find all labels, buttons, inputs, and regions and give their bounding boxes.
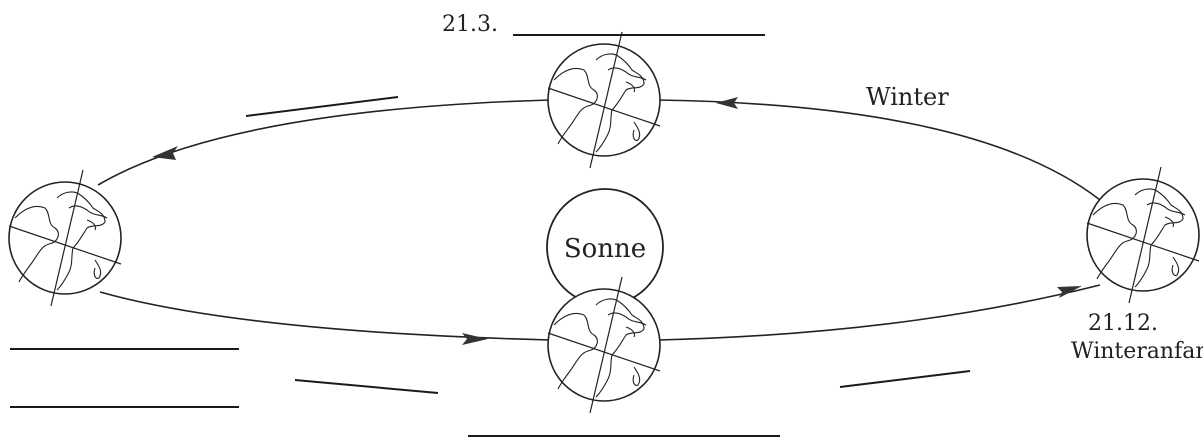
orbit-arrow-upper-left bbox=[152, 146, 178, 160]
earth-left-icon bbox=[8, 169, 122, 307]
blank-line-lower-middle-left[interactable] bbox=[294, 379, 439, 394]
orbit-lower-right bbox=[657, 284, 1101, 341]
earth-bottom-icon bbox=[547, 276, 661, 414]
orbit-arrow-upper-right bbox=[716, 97, 738, 109]
earth-right-icon bbox=[1086, 166, 1200, 304]
orbit-arrow-lower-right bbox=[1057, 286, 1082, 298]
orbit-upper-right bbox=[657, 99, 1101, 201]
right-season-label: Winteranfang bbox=[1071, 339, 1203, 364]
blank-line-lower-right[interactable] bbox=[839, 370, 971, 388]
orbit-lower-left bbox=[99, 291, 551, 341]
winter-label: Winter bbox=[866, 83, 949, 111]
top-date-label: 21.3. bbox=[442, 12, 498, 37]
orbit-arrow-lower-middle bbox=[462, 333, 488, 345]
right-date-label: 21.12. bbox=[1088, 311, 1158, 336]
sun-label: Sonne bbox=[564, 234, 646, 264]
earth-top-icon bbox=[547, 31, 661, 169]
blank-line-upper-left[interactable] bbox=[245, 96, 399, 117]
orbit-upper-left bbox=[97, 99, 551, 186]
